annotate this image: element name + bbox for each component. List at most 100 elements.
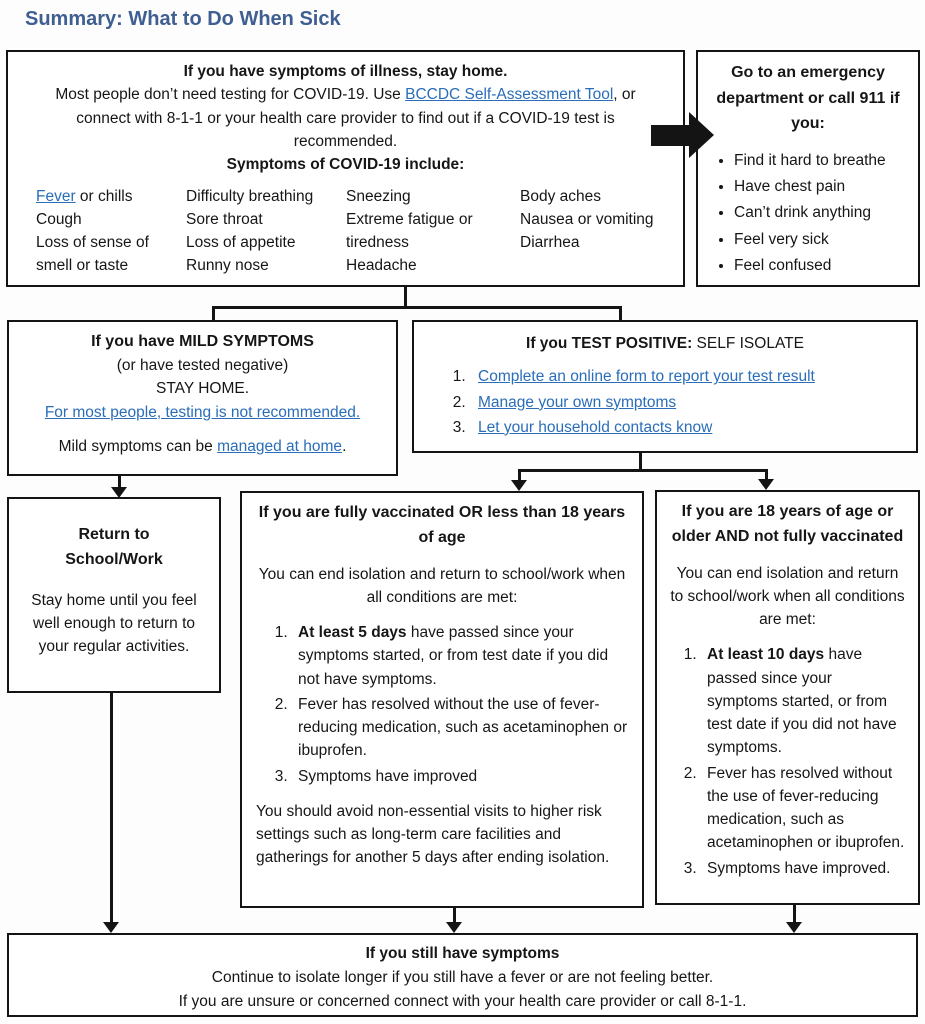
arrow-down-icon [758,479,774,490]
bccdc-self-assessment-link[interactable]: BCCDC Self-Assessment Tool [405,86,614,104]
test-positive-step: Manage your own symptoms [470,391,904,414]
test-positive-step: Complete an online form to report your t… [470,365,904,388]
emergency-bullet: Have chest pain [734,175,912,198]
text-segment: Sneezing [346,188,411,206]
connector-line [404,286,407,309]
arrow-down-icon [446,922,462,933]
connector-line [765,469,768,481]
testing-not-recommended-link[interactable]: For most people, testing is not recommen… [44,403,361,421]
connector-line [639,453,642,472]
return-heading-line1: Return to [78,526,150,543]
connector-line [212,306,622,309]
condition-item: At least 10 days have passed since your … [701,643,906,759]
condition-item: Fever has resolved without the use of fe… [292,693,628,763]
not-fully-vaccinated-heading: If you are 18 years of age or older AND … [671,503,904,545]
connector-line [518,469,768,472]
big-right-arrow-head-icon [689,112,714,158]
arrow-down-icon [511,480,527,491]
text-segment: . [342,437,347,455]
managed-at-home-link[interactable]: managed at home [217,437,343,455]
big-right-arrow-icon [651,125,691,146]
condition-item: Symptoms have improved. [701,857,906,880]
unsure-concerned-line: If you are unsure or concerned connect w… [178,993,747,1011]
symptom-item: Sore throat [186,209,346,232]
symptom-item: Loss of sense of smell or taste [36,232,186,278]
text-segment: Runny nose [186,257,269,275]
not-fully-vaccinated-intro: You can end isolation and return to scho… [670,564,905,629]
test-positive-heading-normal: SELF ISOLATE [692,335,804,352]
connector-line [118,476,121,488]
emergency-bullet: Feel confused [734,254,912,277]
condition-item: Symptoms have improved [292,765,628,788]
symptom-item: Nausea or vomiting [520,209,660,232]
connector-line [793,905,796,923]
text-segment: Body aches [520,188,601,206]
emergency-bullet: Find it hard to breathe [734,149,912,172]
test-positive-step-link[interactable]: Let your household contacts know [478,418,713,436]
symptom-item: Difficulty breathing [186,186,346,209]
test-positive-step: Let your household contacts know [470,416,904,439]
arrow-down-icon [111,487,127,498]
text-segment: Diarrhea [520,234,580,252]
text-segment: Loss of appetite [186,234,296,252]
text-segment: Difficulty breathing [186,188,314,206]
continue-isolate-line: Continue to isolate longer if you still … [211,969,714,987]
return-to-school-work-box: Return to School/Work Stay home until yo… [7,497,221,693]
fully-vaccinated-conditions: At least 5 days have passed since your s… [256,621,628,788]
avoid-visits-note: You should avoid non-essential visits to… [256,802,610,867]
mild-subline-tested-negative: (or have tested negative) [116,357,289,374]
fever-link[interactable]: Fever [36,188,76,206]
symptom-item: Fever or chills [36,186,186,209]
symptoms-info-box: If you have symptoms of illness, stay ho… [6,50,685,287]
text-segment: , or connect with 8-1-1 or your health c… [76,86,636,150]
test-positive-heading-bold: If you TEST POSITIVE: [526,335,693,352]
symptom-item: Sneezing [346,186,520,209]
page-title: Summary: What to Do When Sick [25,8,341,30]
test-positive-step-link[interactable]: Complete an online form to report your t… [478,368,815,386]
condition-item: At least 5 days have passed since your s… [292,621,628,691]
not-fully-vaccinated-box: If you are 18 years of age or older AND … [655,490,920,905]
test-positive-box: If you TEST POSITIVE: SELF ISOLATE Compl… [412,320,918,453]
managed-at-home-line: Mild symptoms can be managed at home. [19,435,386,458]
return-heading: Return to School/Work [17,523,211,573]
text-segment: Mild symptoms can be [58,437,218,455]
fully-vaccinated-intro: You can end isolation and return to scho… [258,565,626,606]
bold-text: At least 10 days [707,646,825,664]
connector-line [212,306,215,320]
return-heading-line2: School/Work [65,550,163,568]
mild-symptoms-box: If you have MILD SYMPTOMS (or have teste… [7,320,398,476]
text-segment: Nausea or vomiting [520,211,654,229]
connector-line [110,693,113,923]
symptom-item: Headache [346,255,520,278]
arrow-down-icon [103,922,119,933]
connector-line [453,908,456,923]
still-have-symptoms-heading: If you still have symptoms [365,945,560,962]
arrow-down-icon [786,922,802,933]
text-segment: Headache [346,257,417,275]
testing-intro-text: Most people don’t need testing for COVID… [44,83,647,153]
symptom-item: Extreme fatigue or tiredness [346,209,520,255]
mild-heading: If you have MILD SYMPTOMS [91,333,314,350]
test-positive-steps: Complete an online form to report your t… [426,365,904,439]
test-positive-heading: If you TEST POSITIVE: SELF ISOLATE [426,332,904,355]
mild-stay-home-line: STAY HOME. [155,380,249,398]
not-fully-vaccinated-conditions: At least 10 days have passed since your … [669,643,906,880]
symptom-item: Cough [36,209,186,232]
text-segment: Cough [36,211,82,229]
text-segment: Loss of sense of smell or taste [36,234,149,275]
spacer [19,424,386,435]
emergency-bullet: Can’t drink anything [734,201,912,224]
test-positive-step-link[interactable]: Manage your own symptoms [478,393,677,411]
condition-item: Fever has resolved without the use of fe… [701,762,906,855]
text-segment: Extreme fatigue or tiredness [346,211,473,252]
symptom-item: Runny nose [186,255,346,278]
emergency-bullet: Feel very sick [734,228,912,251]
return-body-text: Stay home until you feel well enough to … [31,591,197,656]
connector-line [619,306,622,320]
text-segment: Sore throat [186,211,263,229]
